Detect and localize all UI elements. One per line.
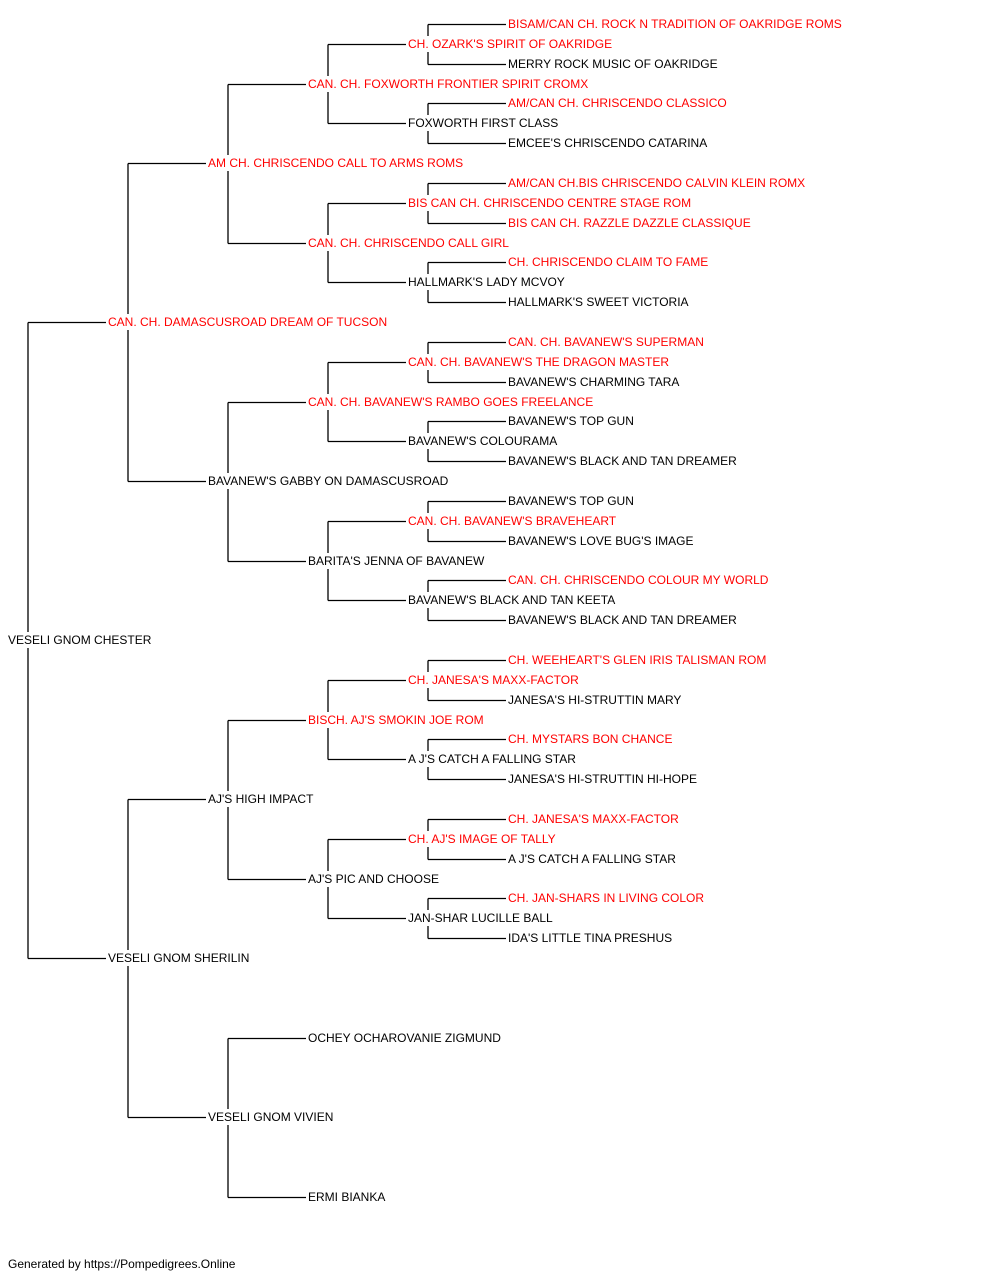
pedigree-entry-sire-gen5: CH. MYSTARS BON CHANCE — [508, 732, 673, 746]
pedigree-entry-dam-gen5: BAVANEW'S LOVE BUG'S IMAGE — [508, 534, 694, 548]
pedigree-entry-sire-gen5: BAVANEW'S TOP GUN — [508, 414, 634, 428]
pedigree-entry-dam-gen3: ERMI BIANKA — [308, 1190, 386, 1204]
pedigree-entry-dam-gen1: VESELI GNOM SHERILIN — [108, 951, 250, 965]
pedigree-entry-sire-gen5: CH. WEEHEART'S GLEN IRIS TALISMAN ROM — [508, 653, 767, 667]
pedigree-entry-dam-gen5: HALLMARK'S SWEET VICTORIA — [508, 295, 689, 309]
pedigree-entry-sire-gen2: AJ'S HIGH IMPACT — [208, 792, 314, 806]
pedigree-entry-sire-gen3: BISCH. AJ'S SMOKIN JOE ROM — [308, 713, 484, 727]
pedigree-entry-dam-gen3: BARITA'S JENNA OF BAVANEW — [308, 554, 485, 568]
pedigree-entry-sire-gen3: CAN. CH. FOXWORTH FRONTIER SPIRIT CROMX — [308, 77, 589, 91]
pedigree-entry-sire-gen4: CH. AJ'S IMAGE OF TALLY — [408, 832, 556, 846]
pedigree-entry-sire-gen2: AM CH. CHRISCENDO CALL TO ARMS ROMS — [208, 156, 464, 170]
pedigree-entry-dam-gen5: BAVANEW'S BLACK AND TAN DREAMER — [508, 454, 737, 468]
pedigree-entry-sire-gen5: BAVANEW'S TOP GUN — [508, 494, 634, 508]
pedigree-entry-dam-gen4: BAVANEW'S BLACK AND TAN KEETA — [408, 593, 616, 607]
pedigree-entry-root-gen0: VESELI GNOM CHESTER — [8, 633, 152, 647]
pedigree-entry-sire-gen5: AM/CAN CH.BIS CHRISCENDO CALVIN KLEIN RO… — [508, 176, 806, 190]
pedigree-entry-dam-gen5: JANESA'S HI-STRUTTIN MARY — [508, 693, 682, 707]
pedigree-entry-dam-gen4: HALLMARK'S LADY MCVOY — [408, 275, 565, 289]
pedigree-entry-sire-gen3: CAN. CH. BAVANEW'S RAMBO GOES FREELANCE — [308, 395, 594, 409]
pedigree-entry-sire-gen5: CH. JANESA'S MAXX-FACTOR — [508, 812, 679, 826]
pedigree-entry-dam-gen5: IDA'S LITTLE TINA PRESHUS — [508, 931, 673, 945]
pedigree-entry-dam-gen3: AJ'S PIC AND CHOOSE — [308, 872, 439, 886]
pedigree-entry-sire-gen5: CH. JAN-SHARS IN LIVING COLOR — [508, 891, 705, 905]
pedigree-entry-sire-gen5: AM/CAN CH. CHRISCENDO CLASSICO — [508, 96, 727, 110]
pedigree-entry-sire-gen4: CH. JANESA'S MAXX-FACTOR — [408, 673, 579, 687]
pedigree-entry-dam-gen3: CAN. CH. CHRISCENDO CALL GIRL — [308, 236, 509, 250]
pedigree-entry-dam-gen2: BAVANEW'S GABBY ON DAMASCUSROAD — [208, 474, 449, 488]
pedigree-entry-dam-gen4: FOXWORTH FIRST CLASS — [408, 116, 559, 130]
pedigree-entry-dam-gen5: BIS CAN CH. RAZZLE DAZZLE CLASSIQUE — [508, 216, 751, 230]
pedigree-entry-sire-gen4: CH. OZARK'S SPIRIT OF OAKRIDGE — [408, 37, 613, 51]
pedigree-entry-dam-gen5: BAVANEW'S CHARMING TARA — [508, 375, 680, 389]
pedigree-entry-sire-gen4: CAN. CH. BAVANEW'S BRAVEHEART — [408, 514, 617, 528]
pedigree-entry-sire-gen3: OCHEY OCHAROVANIE ZIGMUND — [308, 1031, 501, 1045]
pedigree-entry-dam-gen5: BAVANEW'S BLACK AND TAN DREAMER — [508, 613, 737, 627]
pedigree-entry-sire-gen4: CAN. CH. BAVANEW'S THE DRAGON MASTER — [408, 355, 669, 369]
pedigree-entry-sire-gen5: CAN. CH. BAVANEW'S SUPERMAN — [508, 335, 704, 349]
pedigree-entry-dam-gen5: MERRY ROCK MUSIC OF OAKRIDGE — [508, 57, 718, 71]
pedigree-entry-sire-gen5: CAN. CH. CHRISCENDO COLOUR MY WORLD — [508, 573, 769, 587]
pedigree-entry-dam-gen2: VESELI GNOM VIVIEN — [208, 1110, 334, 1124]
pedigree-entry-sire-gen1: CAN. CH. DAMASCUSROAD DREAM OF TUCSON — [108, 315, 388, 329]
pedigree-entry-dam-gen4: JAN-SHAR LUCILLE BALL — [408, 911, 553, 925]
pedigree-entry-sire-gen4: BIS CAN CH. CHRISCENDO CENTRE STAGE ROM — [408, 196, 692, 210]
pedigree-entry-dam-gen4: BAVANEW'S COLOURAMA — [408, 434, 558, 448]
pedigree-entry-dam-gen5: A J'S CATCH A FALLING STAR — [508, 852, 676, 866]
pedigree-entry-dam-gen4: A J'S CATCH A FALLING STAR — [408, 752, 576, 766]
pedigree-entry-sire-gen5: CH. CHRISCENDO CLAIM TO FAME — [508, 255, 709, 269]
pedigree-entry-dam-gen5: EMCEE'S CHRISCENDO CATARINA — [508, 136, 708, 150]
generated-by-footer: Generated by https://Pompedigrees.Online — [8, 1257, 236, 1271]
pedigree-entry-sire-gen5: BISAM/CAN CH. ROCK N TRADITION OF OAKRID… — [508, 17, 842, 31]
pedigree-entry-dam-gen5: JANESA'S HI-STRUTTIN HI-HOPE — [508, 772, 697, 786]
